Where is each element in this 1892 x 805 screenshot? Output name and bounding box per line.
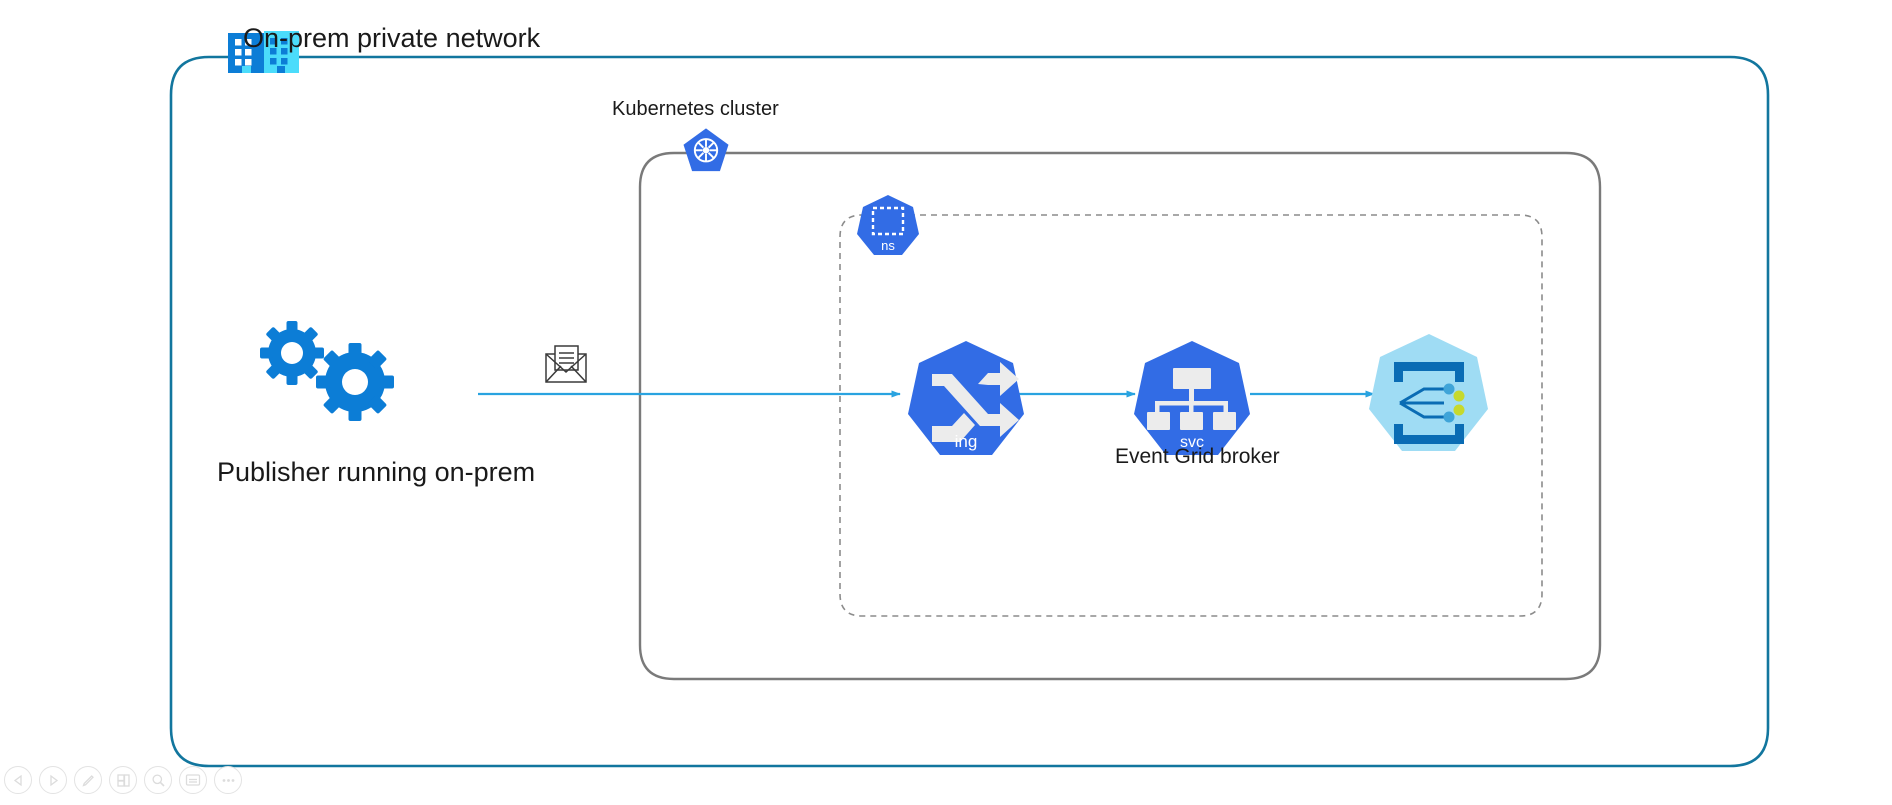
triangle-left-icon	[13, 774, 22, 786]
triangle-right-icon	[49, 774, 58, 786]
window-icon	[185, 774, 201, 786]
office-building-icon	[228, 31, 299, 73]
ingress-label: ing	[955, 432, 978, 451]
pencil-icon	[81, 774, 94, 787]
service-label: svc	[1180, 434, 1204, 451]
more-options-button[interactable]	[214, 766, 242, 794]
gears-icon	[260, 321, 394, 421]
publisher-label: Publisher running on-prem	[217, 457, 536, 487]
namespace-label: ns	[881, 238, 895, 253]
event-grid-broker-label: Event Grid broker	[1115, 445, 1280, 468]
onprem-boundary	[169, 55, 1770, 768]
zoom-button[interactable]	[144, 766, 172, 794]
kubernetes-helm-icon	[683, 128, 729, 172]
kubernetes-cluster-label: Kubernetes cluster	[612, 98, 779, 120]
presentation-button[interactable]	[179, 766, 207, 794]
edit-button[interactable]	[74, 766, 102, 794]
namespace-icon: ns	[857, 195, 919, 255]
next-page-button[interactable]	[39, 766, 67, 794]
bottom-toolbar	[0, 755, 1892, 805]
kubernetes-ingress-icon: ing	[908, 341, 1024, 455]
kubernetes-service-icon: svc	[1134, 341, 1250, 455]
layers-icon	[116, 773, 130, 787]
onprem-network-label: On-prem private network	[243, 23, 541, 53]
ellipsis-icon	[222, 778, 234, 782]
layers-button[interactable]	[109, 766, 137, 794]
envelope-message-icon	[545, 345, 587, 383]
magnifier-icon	[151, 773, 165, 787]
kubernetes-namespace-boundary	[839, 214, 1543, 617]
event-grid-broker-icon	[1369, 334, 1488, 451]
kubernetes-cluster-boundary	[638, 151, 1602, 681]
previous-page-button[interactable]	[4, 766, 32, 794]
